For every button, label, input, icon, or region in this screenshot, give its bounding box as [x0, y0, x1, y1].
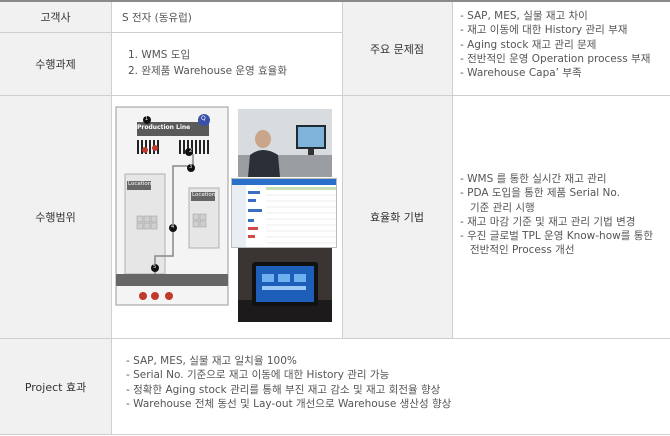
scope-label: 수행범위	[35, 211, 76, 224]
efficiency-list: - WMS 를 통한 실시간 재고 관리 - PDA 도입을 통한 제품 Ser…	[460, 172, 653, 258]
photo-pda-device	[238, 248, 332, 322]
issue-item: - Warehouse Capa’ 부족	[460, 67, 582, 80]
project-task-label-cell: 수행과제	[0, 33, 111, 95]
efficiency-item: - WMS 를 통한 실시간 재고 관리	[460, 173, 607, 185]
q-badge-label: Q	[201, 115, 206, 122]
photo-operator-at-pc	[238, 109, 332, 177]
scope-label-cell: 수행범위	[0, 96, 111, 338]
efficiency-item: - 우진 글로벌 TPL 운영 Know-how를 통한	[460, 230, 654, 243]
effect-label: Project 효과	[24, 380, 87, 394]
effect-item: - Warehouse 전체 동선 및 Lay-out 개선으로 Warehou…	[126, 397, 452, 410]
project-task-item: 2. 완제품 Warehouse 운영 효율화	[128, 65, 288, 77]
effect-label-cell: Project 효과	[0, 339, 111, 434]
effect-list: - SAP, MES, 실물 재고 일치율 100% - Serial No. …	[126, 354, 451, 411]
pda-photo-svg	[238, 248, 332, 322]
project-task-list: 1. WMS 도입 2. 완제품 Warehouse 운영 효율화	[128, 47, 287, 79]
column-divider	[342, 2, 343, 338]
project-task-item: 1. WMS 도입	[128, 49, 191, 61]
effect-item: - 정확한 Aging stock 관리를 통해 부진 재고 감소 및 재고 회…	[126, 383, 441, 396]
step-number: 4	[171, 224, 175, 230]
production-line-bar	[137, 122, 209, 136]
efficiency-label-cell: 효율화 기법	[342, 96, 452, 338]
efficiency-item: - 재고 마감 기준 및 재고 관리 기법 변경	[460, 215, 636, 228]
warehouse-layout-diagram: Production Line Q Location Location 1 2 …	[115, 106, 229, 306]
table-bottom-border	[0, 434, 670, 435]
customer-label: 고객사	[40, 11, 71, 24]
production-line-label: Production Line	[137, 124, 191, 131]
row-divider	[0, 32, 342, 33]
effect-item: - SAP, MES, 실물 재고 일치율 100%	[126, 355, 297, 367]
main-issues-label: 주요 문제점	[369, 42, 425, 56]
location-label-a: Location	[128, 181, 152, 187]
table-top-border	[0, 0, 670, 2]
column-divider	[452, 2, 453, 338]
efficiency-label: 효율화 기법	[369, 211, 425, 224]
efficiency-item: 기준 관리 시행	[460, 201, 535, 214]
operator-photo-svg	[238, 109, 332, 177]
step-number: 1	[145, 116, 149, 122]
row-divider	[0, 338, 670, 339]
efficiency-item: 전반적인 Process 개선	[460, 244, 575, 257]
dock-bar	[116, 274, 228, 286]
row-divider	[0, 95, 670, 96]
photo-wms-screen	[231, 178, 337, 248]
project-task-label: 수행과제	[35, 58, 76, 71]
efficiency-item: - PDA 도입을 통한 제품 Serial No.	[460, 187, 620, 200]
issue-item: - SAP, MES, 실물 재고 차이	[460, 10, 588, 22]
step-number: 3	[189, 164, 193, 170]
customer-value: S 전자 (동유럽)	[122, 12, 192, 24]
effect-item: - Serial No. 기준으로 재고 이동에 대한 History 관리 가…	[126, 369, 390, 382]
main-issues-list: - SAP, MES, 실물 재고 차이 - 재고 이동에 대한 History…	[460, 9, 650, 80]
issue-item: - 전반적인 운영 Operation process 부재	[460, 52, 651, 65]
warehouse-layout-svg	[115, 106, 229, 306]
step-number: 5	[153, 264, 157, 270]
issue-item: - 재고 이동에 대한 History 관리 부재	[460, 24, 628, 37]
location-label-b: Location	[192, 192, 216, 198]
column-divider	[111, 2, 112, 434]
q-badge	[198, 114, 210, 126]
step-number: 2	[189, 148, 193, 154]
customer-label-cell: 고객사	[0, 2, 111, 32]
main-issues-label-cell: 주요 문제점	[342, 2, 452, 95]
issue-item: - Aging stock 재고 관리 문제	[460, 38, 597, 51]
wms-screen-svg	[232, 179, 336, 247]
